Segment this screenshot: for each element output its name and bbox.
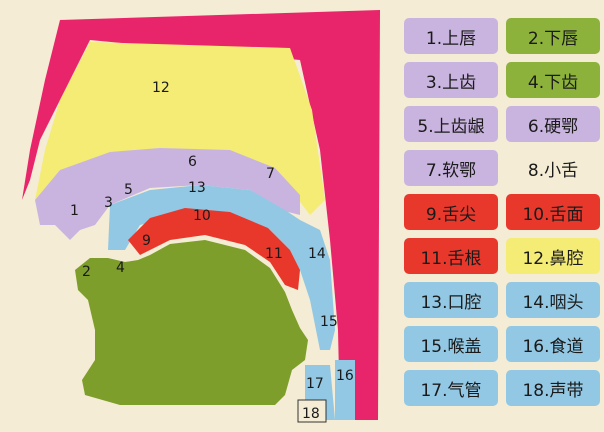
legend-item: 4.下齿 — [506, 62, 600, 98]
label-1: 1 — [70, 203, 79, 219]
legend-item: 7.软鄂 — [404, 150, 498, 186]
label-15: 15 — [320, 314, 338, 330]
label-13: 13 — [188, 180, 206, 196]
legend-item: 6.硬鄂 — [506, 106, 600, 142]
label-2: 2 — [82, 264, 91, 280]
label-7: 7 — [266, 166, 275, 182]
oral-cavity-region — [108, 185, 335, 350]
nasal-cavity-region — [35, 42, 325, 215]
legend-item: 3.上齿 — [404, 62, 498, 98]
label-12: 12 — [152, 80, 170, 96]
legend-item: 1.上唇 — [404, 18, 498, 54]
legend-item: 10.舌面 — [506, 194, 600, 230]
label-4: 4 — [116, 260, 125, 276]
legend-item: 13.口腔 — [404, 282, 498, 318]
legend-item: 14.咽头 — [506, 282, 600, 318]
vocal-tract-diagram: 12 6 7 5 3 1 13 10 9 11 14 2 4 15 17 16 … — [22, 10, 380, 423]
legend-item: 12.鼻腔 — [506, 238, 600, 274]
legend-item: 18.声带 — [506, 370, 600, 406]
legend-item: 8.小舌 — [506, 150, 600, 186]
palate-region — [35, 148, 300, 240]
legend-item: 9.舌尖 — [404, 194, 498, 230]
label-3: 3 — [104, 195, 113, 211]
legend-item: 11.舌根 — [404, 238, 498, 274]
esophagus-region — [335, 360, 355, 420]
vocal-cord-region — [297, 399, 327, 423]
legend-item: 17.气管 — [404, 370, 498, 406]
label-10: 10 — [193, 208, 211, 224]
label-17: 17 — [306, 376, 324, 392]
legend-item: 5.上齿龈 — [404, 106, 498, 142]
legend-item: 15.喉盖 — [404, 326, 498, 362]
legend-item: 2.下唇 — [506, 18, 600, 54]
label-18: 18 — [302, 406, 320, 422]
label-9: 9 — [142, 233, 151, 249]
label-16: 16 — [336, 368, 354, 384]
label-14: 14 — [308, 246, 326, 262]
jaw-region — [75, 240, 308, 405]
tongue-region — [128, 208, 300, 290]
label-11: 11 — [265, 246, 283, 262]
label-6: 6 — [188, 154, 197, 170]
label-5: 5 — [124, 182, 133, 198]
legend-item: 16.食道 — [506, 326, 600, 362]
